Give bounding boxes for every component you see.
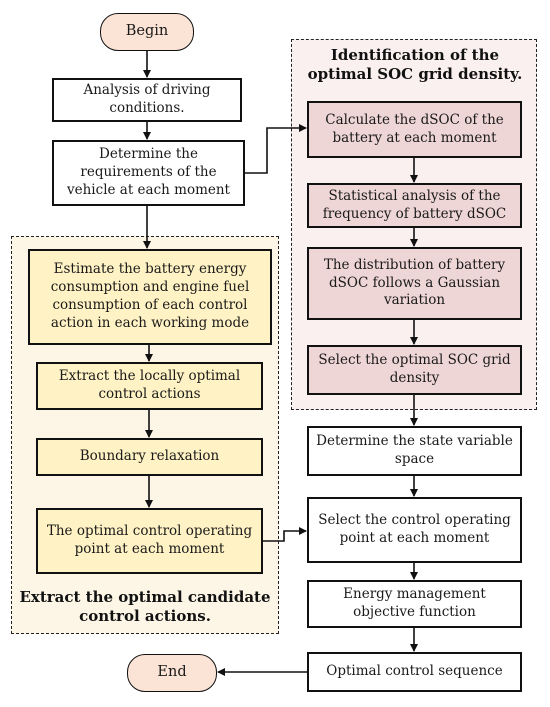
select-point-node: Select the control operating point at ea…	[307, 497, 522, 563]
calc-dsoc-node: Calculate the dSOC of the battery at eac…	[307, 101, 522, 158]
boundary-relaxation-node: Boundary relaxation	[36, 438, 263, 476]
objective-node: Energy management objective function	[307, 580, 522, 628]
arrow-operating-select	[263, 527, 307, 542]
estimate-node: Estimate the battery energy consumption …	[28, 249, 272, 345]
analysis-node: Analysis of driving conditions.	[52, 78, 242, 122]
left-region-title: Extract the optimal candidate control ac…	[19, 588, 271, 626]
operating-point-node: The optimal control operating point at e…	[36, 508, 263, 574]
begin-node: Begin	[100, 13, 194, 51]
sequence-node: Optimal control sequence	[307, 652, 522, 692]
requirements-node: Determine the requirements of the vehicl…	[52, 140, 245, 206]
end-node: End	[127, 654, 217, 692]
select-grid-node: Select the optimal SOC grid density	[307, 345, 522, 395]
state-space-node: Determine the state variable space	[307, 426, 522, 476]
extract-local-node: Extract the locally optimal control acti…	[36, 362, 263, 410]
right-region-title: Identification of the optimal SOC grid d…	[307, 46, 523, 84]
stat-analysis-node: Statistical analysis of the frequency of…	[307, 183, 522, 228]
distribution-node: The distribution of battery dSOC follows…	[307, 247, 522, 320]
arrow-requirements-calc	[245, 124, 307, 174]
